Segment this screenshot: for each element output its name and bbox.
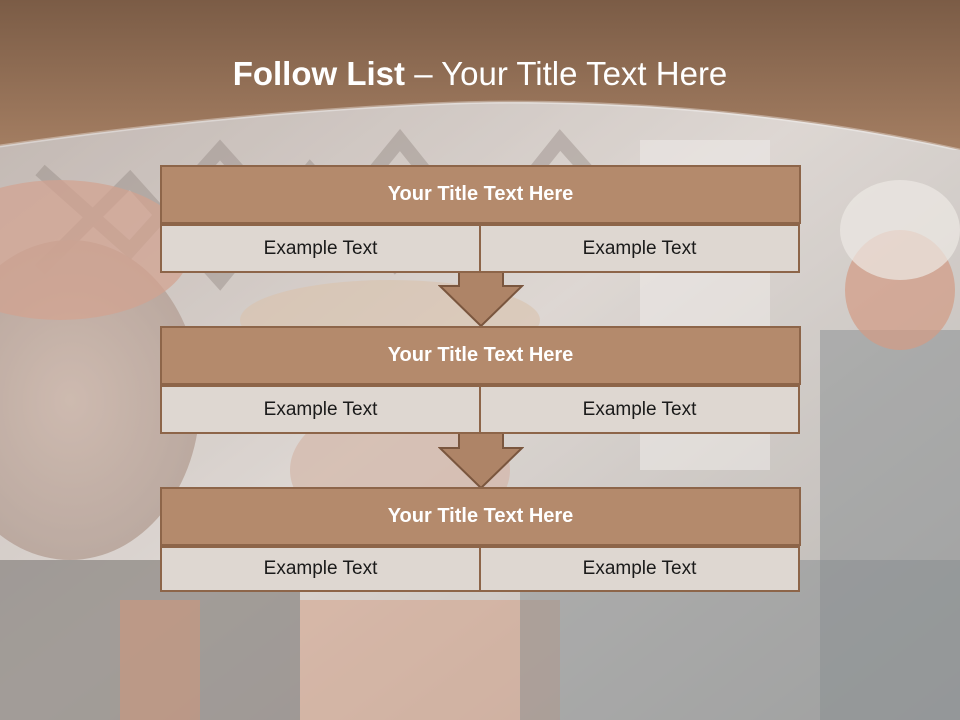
list-block: Your Title Text Here Example Text Exampl… <box>160 326 801 434</box>
list-block: Your Title Text Here Example Text Exampl… <box>160 165 801 273</box>
slide-title: Follow List – Your Title Text Here <box>0 52 960 96</box>
down-arrow-icon <box>438 268 524 328</box>
block-title: Your Title Text Here <box>160 165 801 224</box>
down-arrow-icon <box>438 430 524 490</box>
block-cell-left: Example Text <box>160 224 480 273</box>
title-band <box>0 0 960 150</box>
block-cell-left: Example Text <box>160 546 480 592</box>
block-cell-right: Example Text <box>480 224 800 273</box>
block-cell-right: Example Text <box>480 385 800 434</box>
list-block: Your Title Text Here Example Text Exampl… <box>160 487 801 593</box>
block-cell-left: Example Text <box>160 385 480 434</box>
slide-title-bold: Follow List <box>232 55 406 92</box>
block-cell-right: Example Text <box>480 546 800 592</box>
block-title: Your Title Text Here <box>160 326 801 385</box>
block-title: Your Title Text Here <box>160 487 801 546</box>
slide-title-rest: – Your Title Text Here <box>414 55 728 92</box>
